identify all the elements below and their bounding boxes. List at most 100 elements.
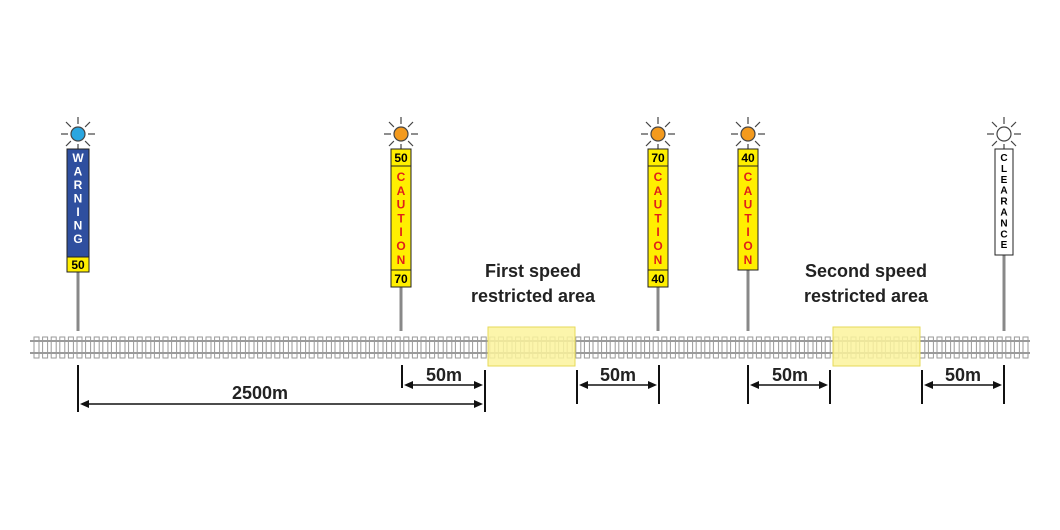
sleeper: [996, 336, 1003, 359]
sleeper: [33, 336, 40, 359]
sleeper: [274, 336, 281, 359]
lamp-light: [740, 126, 756, 142]
sign-letter: N: [654, 253, 663, 267]
dimension-arrow: [404, 381, 483, 389]
second-restricted-zone: [832, 326, 921, 367]
sleeper: [773, 336, 780, 359]
sleeper: [764, 336, 771, 359]
sign-letter: U: [654, 198, 663, 212]
dimension-arrow: [924, 381, 1002, 389]
arrow-head-left: [404, 381, 413, 389]
sleeper: [592, 336, 599, 359]
sleepers: [33, 336, 1029, 359]
sleeper: [85, 336, 92, 359]
lamp-ray: [1010, 140, 1017, 147]
sign-letter: I: [656, 225, 659, 239]
sign-letter: A: [74, 165, 83, 179]
top-speed-number: 70: [651, 151, 665, 165]
caution-board: [737, 148, 759, 271]
sleeper: [583, 336, 590, 359]
sleeper: [446, 336, 453, 359]
sign-letter: C: [1000, 153, 1007, 164]
lamp-ray: [991, 140, 998, 147]
sleeper: [102, 336, 109, 359]
orange-lamp-icon: [384, 117, 418, 151]
sign-letter: C: [744, 170, 753, 184]
first-area-label-line1: First speed: [485, 261, 581, 281]
sleeper: [669, 336, 676, 359]
sign-letter: E: [1001, 175, 1008, 186]
top-speed-number: 40: [741, 151, 755, 165]
dimension-2500m: 2500m: [77, 365, 486, 412]
lamp-ray: [407, 140, 414, 147]
lamp-light: [996, 126, 1012, 142]
distance-label: 50m: [426, 365, 462, 385]
dimension-arrow: [750, 381, 828, 389]
sleeper: [730, 336, 737, 359]
sleeper: [644, 336, 651, 359]
arrow-head-left: [750, 381, 759, 389]
sign-letter: A: [744, 184, 753, 198]
sign-letter: O: [653, 239, 662, 253]
sleeper: [343, 336, 350, 359]
orange-lamp-icon: [731, 117, 765, 151]
sleeper: [222, 336, 229, 359]
sleeper: [368, 336, 375, 359]
sleeper: [747, 336, 754, 359]
sleeper: [970, 336, 977, 359]
sleeper: [945, 336, 952, 359]
bottom-speed-number: 70: [394, 272, 408, 286]
sleeper: [196, 336, 203, 359]
distance-label: 50m: [772, 365, 808, 385]
sign-letter: T: [397, 211, 405, 225]
dimension-50m-4: 50m: [921, 365, 1005, 404]
lamp-ray: [65, 140, 72, 147]
distance-label: 2500m: [232, 383, 288, 403]
sleeper: [128, 336, 135, 359]
distance-label: 50m: [600, 365, 636, 385]
lamp-ray: [754, 140, 761, 147]
sleeper: [76, 336, 83, 359]
caution-board: [390, 148, 412, 288]
lamp-ray: [735, 121, 742, 128]
sleeper: [463, 336, 470, 359]
sleeper: [403, 336, 410, 359]
sleeper: [824, 336, 831, 359]
lamp-ray: [84, 140, 91, 147]
sleeper: [179, 336, 186, 359]
sleeper: [816, 336, 823, 359]
sleeper: [609, 336, 616, 359]
lamp-ray: [65, 121, 72, 128]
orange-lamp-icon: [641, 117, 675, 151]
dimension-50m-2: 50m: [576, 365, 660, 404]
sleeper: [480, 336, 487, 359]
sleeper: [386, 336, 393, 359]
sleeper: [334, 336, 341, 359]
sign-letter: E: [1001, 240, 1008, 251]
sign-letter: I: [746, 225, 749, 239]
sign-letter: O: [396, 239, 405, 253]
sign-letter: G: [73, 232, 82, 246]
arrow-head-left: [80, 400, 89, 408]
sleeper: [962, 336, 969, 359]
sleeper: [472, 336, 479, 359]
sleeper: [661, 336, 668, 359]
sleeper: [231, 336, 238, 359]
sleeper: [437, 336, 444, 359]
sleeper: [67, 336, 74, 359]
sleeper: [635, 336, 642, 359]
sleeper: [300, 336, 307, 359]
arrow-head-right: [474, 381, 483, 389]
lamp-ray: [664, 121, 671, 128]
sign-letter: R: [1000, 197, 1008, 208]
sleeper: [807, 336, 814, 359]
sleeper: [394, 336, 401, 359]
sleeper: [282, 336, 289, 359]
